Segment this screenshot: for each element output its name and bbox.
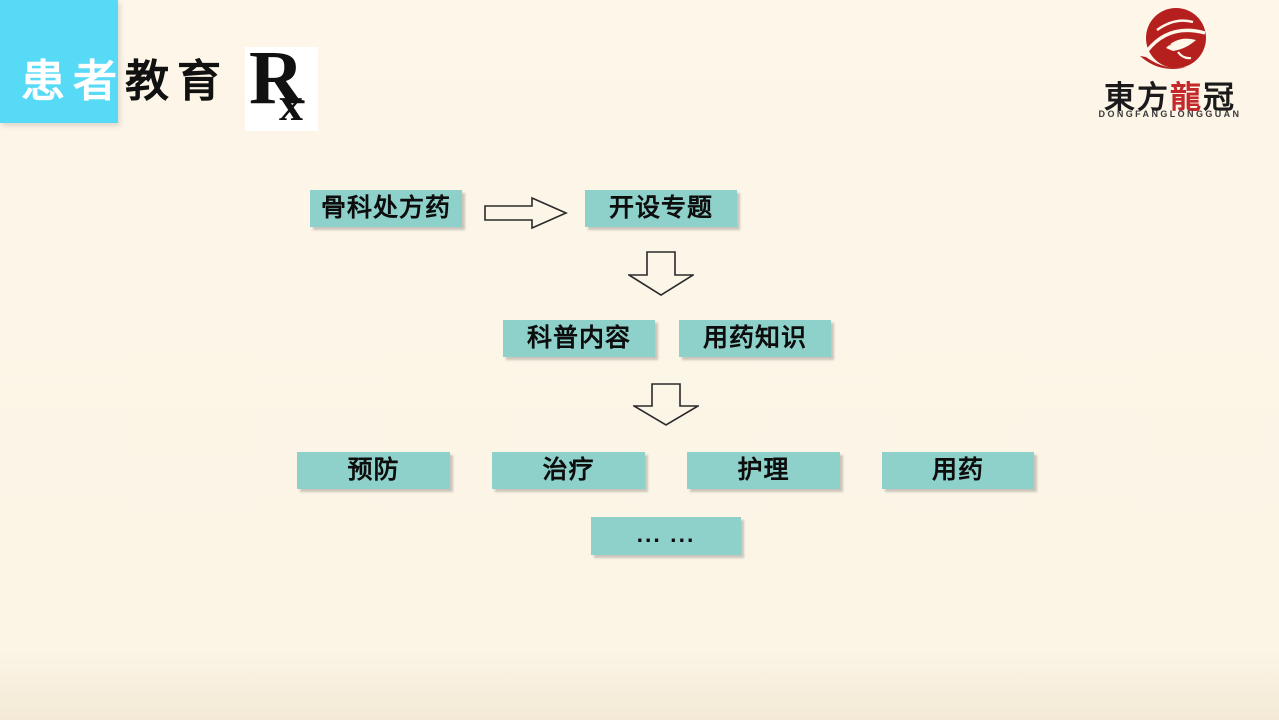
logo-name-part1: 東方 [1104,80,1170,115]
logo-company-name: 東方龍冠 [1088,72,1252,117]
flow-box-medication-knowledge: 用药知识 [679,320,831,357]
flow-box-more: ... ... [591,517,741,555]
rx-letter-r: R [249,47,304,120]
logo-name-part2: 冠 [1203,80,1236,115]
title-accent-rect [0,0,118,123]
flow-box-treatment: 治疗 [492,452,645,489]
page-title-highlight: 患者 [21,57,125,106]
arrow-down-icon [633,383,699,426]
page-title: 患者教育 [21,57,229,106]
flow-box-orthopedic-rx-drugs: 骨科处方药 [310,190,462,227]
flow-box-nursing: 护理 [687,452,840,489]
flow-box-medication: 用药 [882,452,1034,489]
flow-box-prevention: 预防 [297,452,450,489]
arrow-down-icon [628,251,694,296]
logo-latin-name: DONGFANGLONGGUAN [1098,109,1242,119]
arrow-right-icon [484,196,568,230]
rx-letter-x: x [279,78,303,131]
page-title-rest: 教育 [125,57,229,106]
logo-name-red: 龍 [1170,80,1203,115]
rx-prescription-icon: R x [245,47,318,131]
dragon-emblem-icon [1140,8,1206,69]
flow-box-science-content: 科普内容 [503,320,655,357]
flow-box-create-topics: 开设专题 [585,190,737,227]
